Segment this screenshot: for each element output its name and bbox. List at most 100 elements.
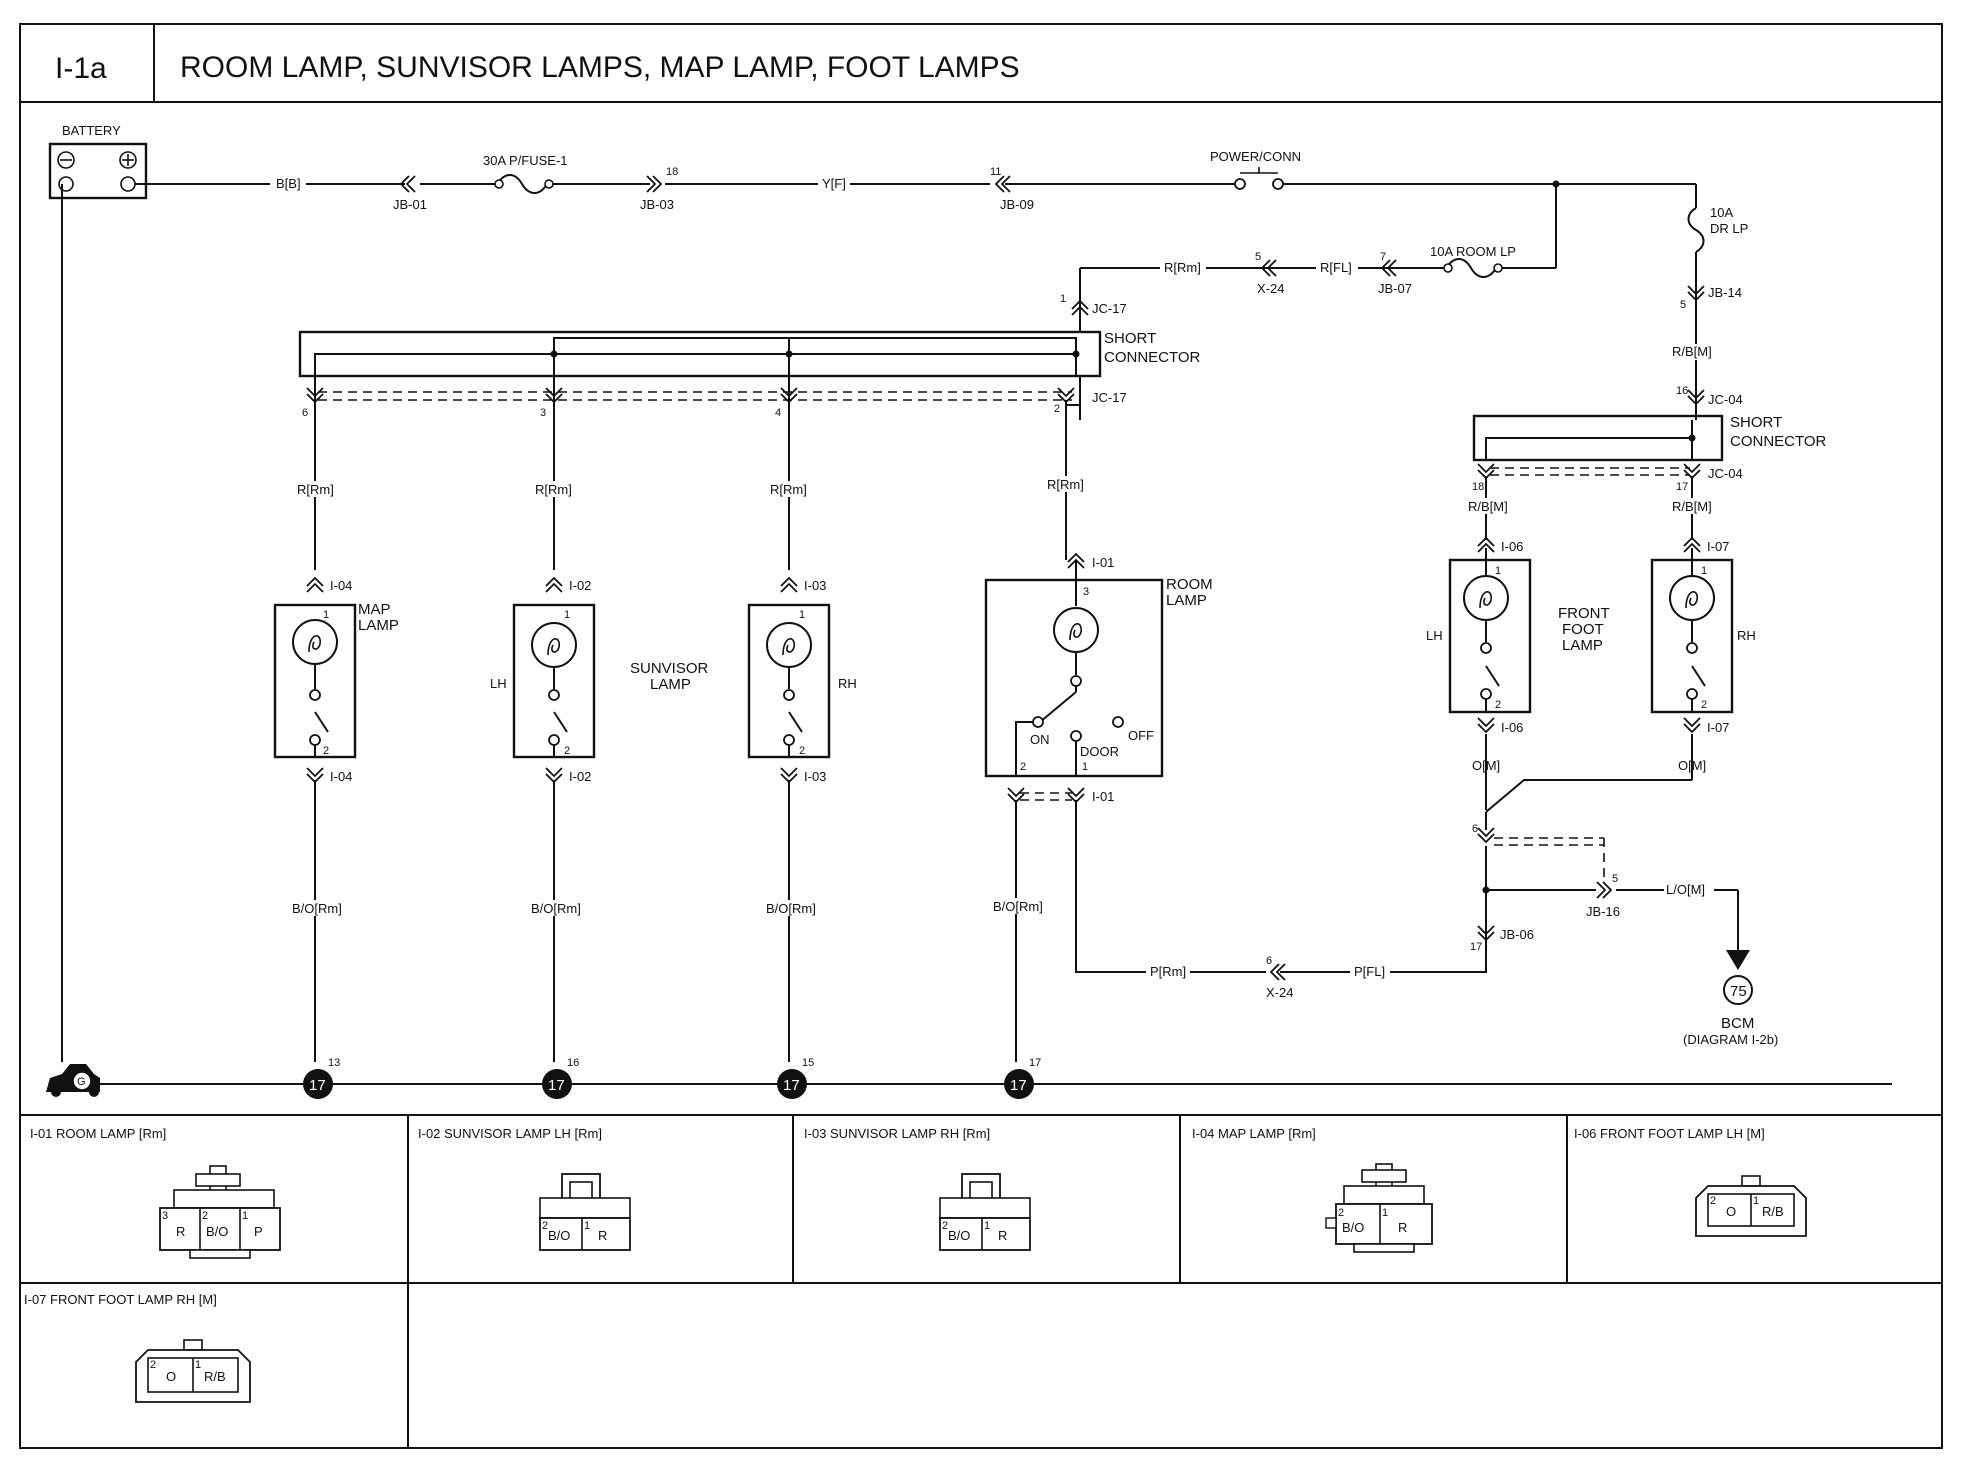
room-wire-bottom: B/O[Rm] xyxy=(993,899,1043,914)
short-connector-1-line1: SHORT xyxy=(1104,330,1156,347)
map-lamp-name-b: LAMP xyxy=(358,617,399,634)
short-connector-1-line2: CONNECTOR xyxy=(1104,349,1201,366)
map-wire-bottom: B/O[Rm] xyxy=(292,901,342,916)
frame xyxy=(19,23,1943,1449)
connector-i06-icon xyxy=(1695,1175,1807,1237)
room-pin2: 2 xyxy=(1020,761,1026,773)
connector-i06-cell-2: R/B xyxy=(1762,1204,1784,1219)
foot-lh-side: LH xyxy=(1426,628,1443,643)
connector-i07-pin-1: 2 xyxy=(150,1359,156,1371)
fuse-30a-icon xyxy=(496,174,548,194)
jb06-pin: 17 xyxy=(1470,941,1482,953)
foot-label-b: FOOT xyxy=(1562,621,1604,638)
connector-i03-title: I-03 SUNVISOR LAMP RH [Rm] xyxy=(804,1126,990,1141)
connector-i04-pin-2: 1 xyxy=(1382,1207,1388,1219)
room-conn-bottom-connector xyxy=(1007,787,1085,803)
jb07-label: JB-07 xyxy=(1378,281,1412,296)
wire-lom-label: L/O[M] xyxy=(1666,882,1705,897)
room-wire-top: R[Rm] xyxy=(1047,477,1084,492)
foot-rh-conn-bottom: I-07 xyxy=(1707,720,1729,735)
sunvisor-rh-box xyxy=(747,603,831,759)
sunvisor-lh-conn-bottom: I-02 xyxy=(569,769,591,784)
room-pin3: 3 xyxy=(1083,586,1089,598)
sunvisor-lh-wire-top: R[Rm] xyxy=(535,482,572,497)
map-lamp-name-a: MAP xyxy=(358,601,391,618)
sunvisor-rh-conn-top: I-03 xyxy=(804,578,826,593)
sunvisor-rh-conn-bottom: I-03 xyxy=(804,769,826,784)
dr-lp-branch-wire xyxy=(1687,184,1705,420)
room-wire-prm: P[Rm] xyxy=(1150,964,1186,979)
sc2-pin16: 16 xyxy=(1676,385,1688,397)
connector-i02-title: I-02 SUNVISOR LAMP LH [Rm] xyxy=(418,1126,602,1141)
ground-map-label: 17 xyxy=(309,1077,326,1094)
ground-point-room xyxy=(1004,1069,1034,1099)
connector-i06-cell-1: O xyxy=(1726,1204,1736,1219)
connector-i03-cell-1: B/O xyxy=(948,1228,970,1243)
map-pin1: 1 xyxy=(323,609,329,621)
jb09-pin: 11 xyxy=(990,166,1001,178)
bcm-ref-circle xyxy=(1723,975,1753,1005)
sunvisor-rh-side: RH xyxy=(838,676,857,691)
connector-i03-icon xyxy=(939,1173,1031,1251)
bcm-arrow-icon xyxy=(1726,950,1750,970)
foot-rh-pin2: 2 xyxy=(1701,699,1707,711)
bcm-name: BCM xyxy=(1721,1015,1754,1032)
chassis-ground-icon xyxy=(46,1064,100,1097)
foot-rh-side: RH xyxy=(1737,628,1756,643)
room-lp-branch-wire xyxy=(1079,184,1557,420)
ground-symbol-label: G xyxy=(77,1076,86,1088)
short-connector-2-line2: CONNECTOR xyxy=(1730,433,1827,450)
connector-i01-cell-1: R xyxy=(176,1224,185,1239)
ground-room-label: 17 xyxy=(1010,1077,1027,1094)
connector-i06-pin-1: 2 xyxy=(1710,1195,1716,1207)
sunvisor-lh-pin1: 1 xyxy=(564,609,570,621)
wire-y-f-label: Y[F] xyxy=(822,176,846,191)
foot-rh-box xyxy=(1650,548,1734,714)
room-switch-on: ON xyxy=(1030,732,1050,747)
map-wire-top: R[Rm] xyxy=(297,482,334,497)
connector-i07-cell-1: O xyxy=(166,1369,176,1384)
jc04-bottom-connector xyxy=(1477,463,1701,479)
connector-i07-cell-2: R/B xyxy=(204,1369,226,1384)
ground-point-map xyxy=(303,1069,333,1099)
connector-i03-pin-2: 1 xyxy=(984,1220,990,1232)
x24-label-top: X-24 xyxy=(1257,281,1284,296)
sc2-pin17: 17 xyxy=(1676,481,1688,493)
sc1-pin-2: 2 xyxy=(1054,403,1060,415)
jb14-label: JB-14 xyxy=(1708,285,1742,300)
jb03-pin: 18 xyxy=(666,166,678,178)
sunvisor-rh-pin1: 1 xyxy=(799,609,805,621)
ground-map-pin: 13 xyxy=(328,1057,340,1069)
power-conn-switch-icon xyxy=(1234,167,1284,190)
foot-rh-conn-top: I-07 xyxy=(1707,539,1729,554)
foot-label-a: FRONT xyxy=(1558,605,1610,622)
battery-label: BATTERY xyxy=(62,123,121,138)
x24-label-bottom: X-24 xyxy=(1266,985,1293,1000)
sunvisor-rh-pin2: 2 xyxy=(799,745,805,757)
connector-i01-icon xyxy=(159,1165,281,1259)
foot-lh-pin2: 2 xyxy=(1495,699,1501,711)
sc2-pin18: 18 xyxy=(1472,481,1484,493)
jb01-label: JB-01 xyxy=(393,197,427,212)
connector-i01-cell-3: P xyxy=(254,1224,263,1239)
jb03-label: JB-03 xyxy=(640,197,674,212)
wire-rfl-label: R[FL] xyxy=(1320,260,1352,275)
jb06-label: JB-06 xyxy=(1500,927,1534,942)
sc1-pin-6: 6 xyxy=(302,407,308,419)
sunvisor-lh-wire-bottom: B/O[Rm] xyxy=(531,901,581,916)
connector-i01-pin-1: 3 xyxy=(162,1210,168,1222)
sunvisor-lh-pin2: 2 xyxy=(564,745,570,757)
fuse-dr-lp-a: 10A xyxy=(1710,205,1733,220)
connector-i04-icon xyxy=(1325,1163,1433,1253)
fuse-30a-label: 30A P/FUSE-1 xyxy=(483,153,568,168)
room-lamp-box xyxy=(984,578,1164,778)
jb16-pin6: 6 xyxy=(1472,823,1478,835)
short-connector-1 xyxy=(298,330,1102,420)
map-conn-top: I-04 xyxy=(330,578,352,593)
connector-i01-pin-3: 1 xyxy=(242,1210,248,1222)
ground-sunvisor-lh-label: 17 xyxy=(548,1077,565,1094)
fuse-room-icon xyxy=(1445,258,1497,278)
map-lamp-box xyxy=(273,603,357,759)
